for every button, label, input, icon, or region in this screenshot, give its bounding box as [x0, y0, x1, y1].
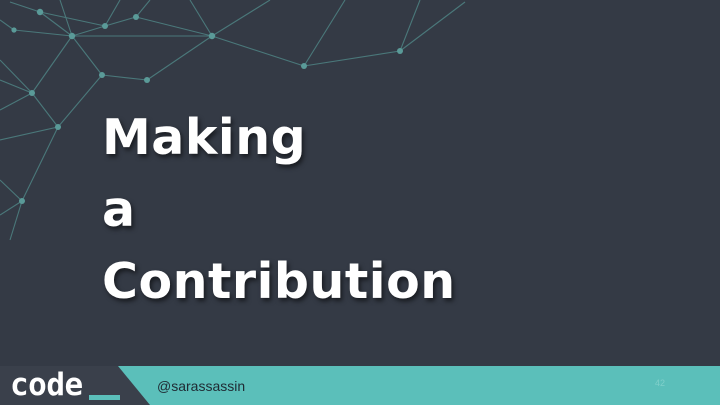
page-number: 42 — [655, 378, 666, 388]
slide-title: Making a Contribution — [102, 102, 456, 318]
code-logo-icon: code — [10, 367, 83, 403]
twitter-handle: @sarassassin — [157, 378, 246, 394]
title-line-3: Contribution — [102, 253, 456, 310]
title-line-1: Making — [102, 109, 307, 166]
title-line-2: a — [102, 181, 136, 238]
logo-underscore — [89, 395, 120, 400]
